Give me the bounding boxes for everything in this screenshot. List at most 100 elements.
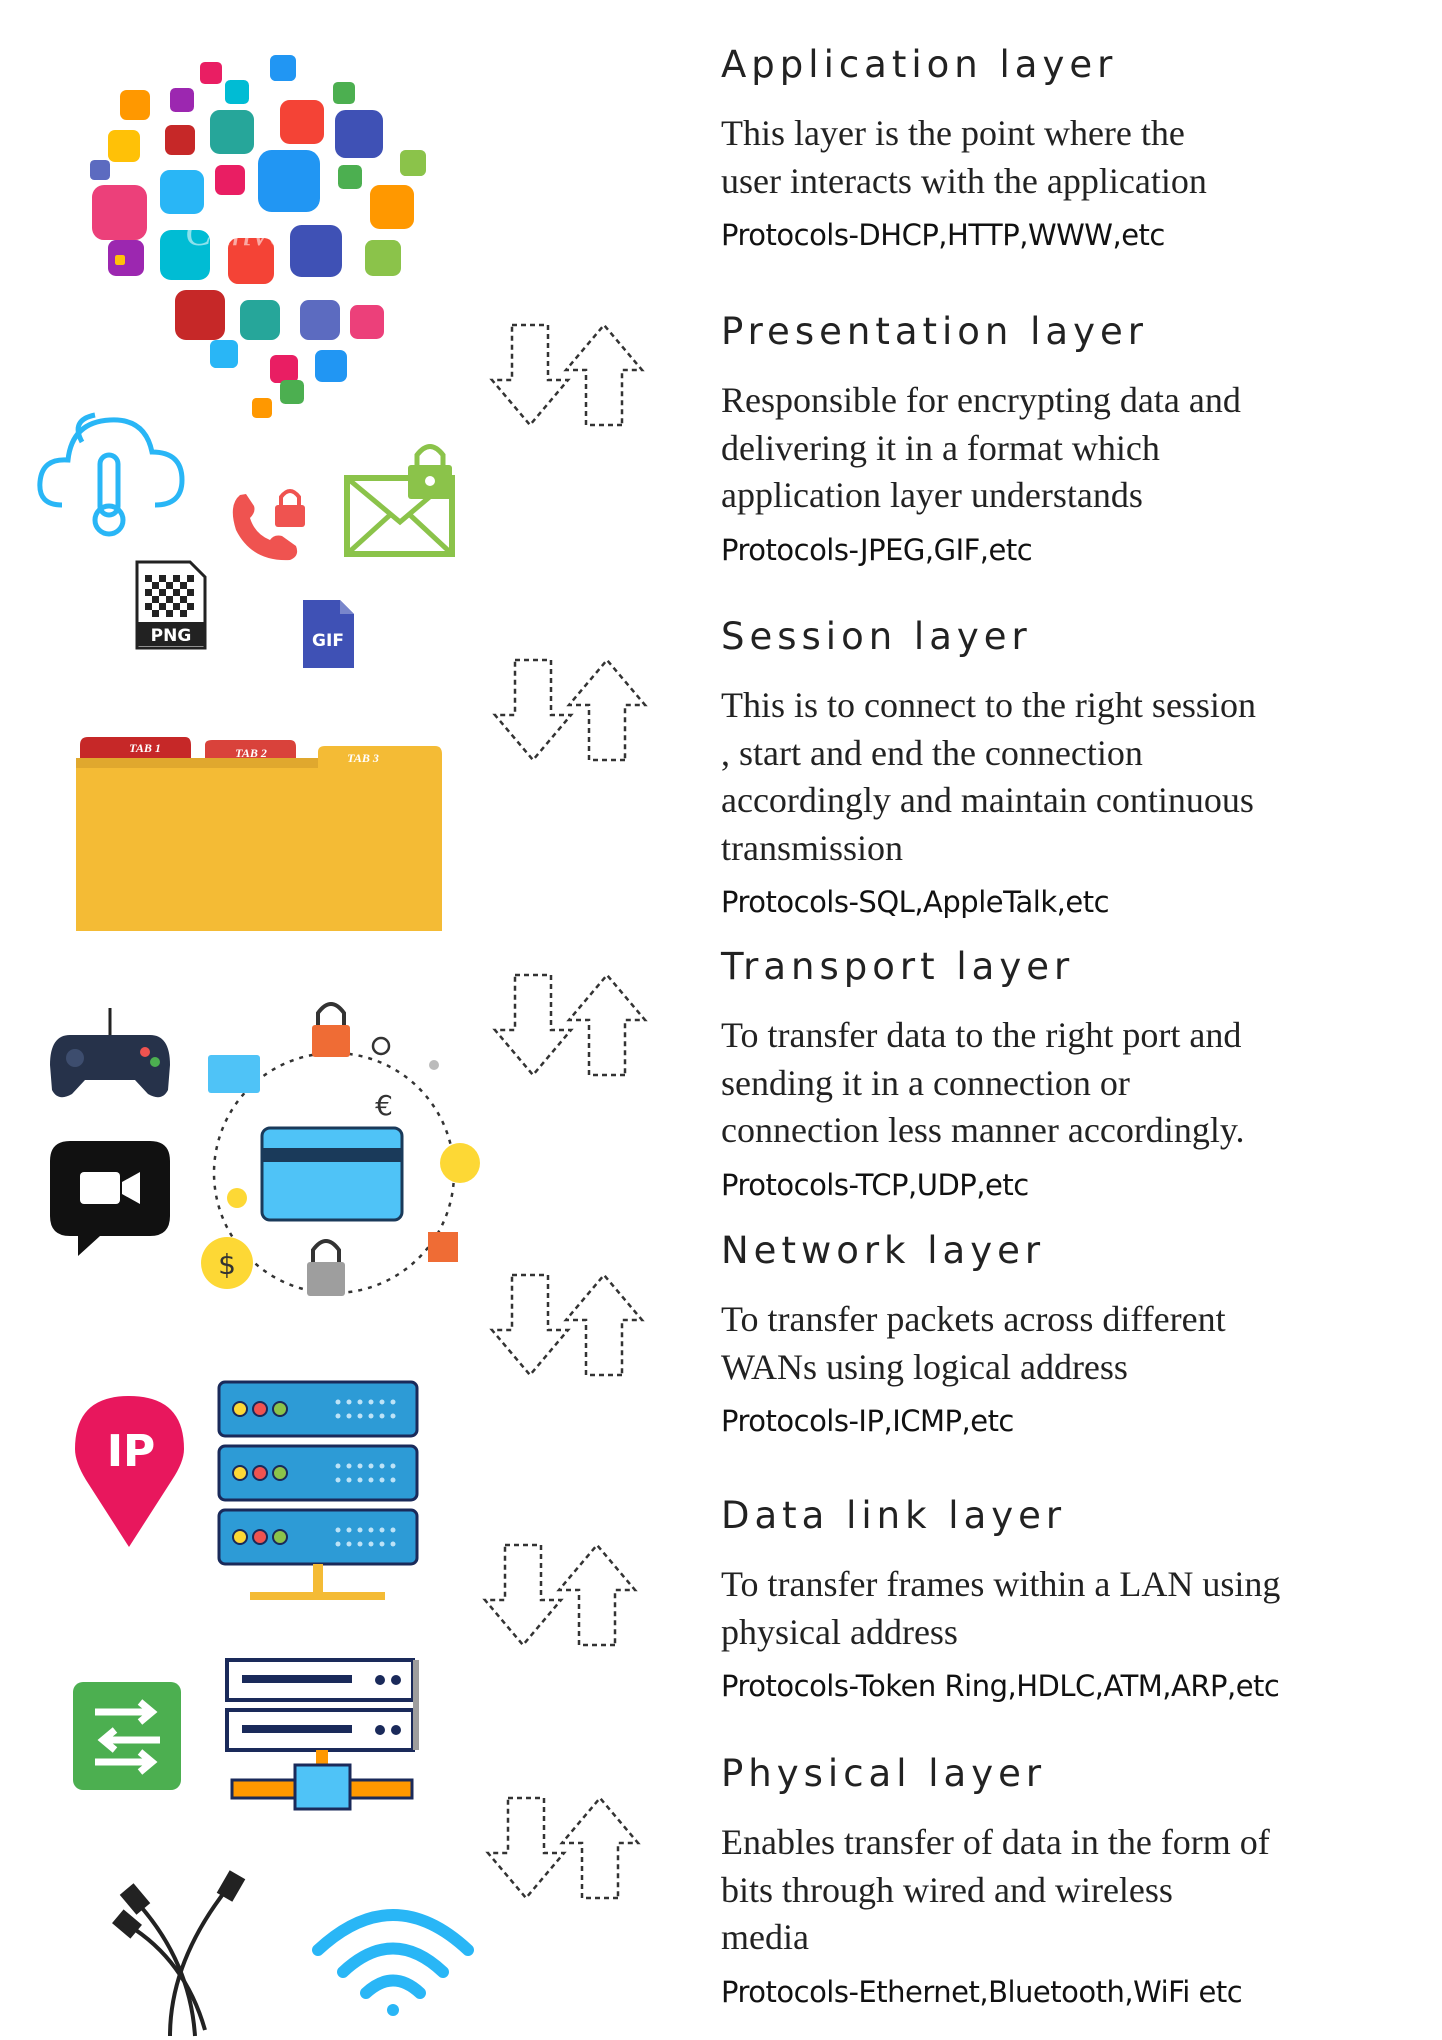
bidirectional-arrow-4 [490, 1273, 644, 1377]
app-icon [210, 340, 238, 368]
app-icon [225, 80, 249, 104]
down-arrow-icon [490, 323, 570, 427]
payment-security-graphic: $ € [201, 1002, 480, 1296]
description-line: physical address [721, 1611, 958, 1652]
up-arrow-icon [557, 1543, 637, 1647]
layer-protocols: Protocols-IP,ICMP,etc [721, 1404, 1014, 1438]
description-line: To transfer frames within a LAN using [721, 1564, 1281, 1604]
layer-title: Data link layer [721, 1494, 1067, 1537]
description-line: user interacts with the application [721, 160, 1207, 201]
app-icon [170, 88, 194, 112]
layer-protocols: Protocols-SQL,AppleTalk,etc [721, 885, 1110, 919]
bidirectional-arrow-5 [483, 1543, 637, 1647]
layer-protocols: Protocols-Token Ring,HDLC,ATM,ARP,etc [721, 1669, 1280, 1703]
layer-title: Physical layer [721, 1752, 1047, 1795]
description-line: , start and end the connection [721, 732, 1143, 773]
app-icon [160, 170, 204, 214]
network-switch-icon [73, 1682, 181, 1790]
app-icon [365, 240, 401, 276]
down-arrow-icon [493, 658, 573, 762]
app-icon [338, 165, 362, 189]
gif-file-icon: GIF [303, 600, 354, 668]
ip-location-pin-icon: IP [75, 1396, 184, 1547]
tab-1-label: TAB 1 [129, 741, 161, 755]
app-icon [115, 255, 125, 265]
up-arrow-icon [564, 323, 644, 427]
cables-icon [112, 1870, 246, 2037]
video-chat-icon [50, 1141, 170, 1256]
layer-title: Network layer [721, 1229, 1046, 1272]
app-icon [108, 130, 140, 162]
app-icon [280, 380, 304, 404]
down-arrow-icon [486, 1796, 566, 1900]
app-icon [240, 300, 280, 340]
server-stack-icon [217, 1380, 419, 1600]
app-icon [370, 185, 414, 229]
folder-tabs-icon: TAB 1 TAB 2 TAB 3 [76, 737, 442, 931]
bidirectional-arrow-6 [486, 1796, 640, 1900]
png-label: PNG [151, 626, 192, 646]
description-line: To transfer packets across different [721, 1299, 1226, 1339]
description-line: This is to connect to the right session [721, 685, 1256, 725]
app-icon [350, 305, 384, 339]
gamepad-icon [50, 1008, 170, 1098]
app-icon [215, 165, 245, 195]
tab-2-label: TAB 2 [235, 746, 267, 760]
bidirectional-arrow-2 [493, 658, 647, 762]
layer-protocols: Protocols-JPEG,GIF,etc [721, 532, 1033, 567]
bidirectional-arrow-1 [490, 323, 644, 427]
ip-label: IP [107, 1426, 156, 1477]
description-line: This layer is the point where the [721, 113, 1185, 153]
cloud-thermometer-icon [37, 412, 185, 537]
layer-title: Transport layer [721, 945, 1075, 988]
dollar-symbol: $ [218, 1248, 236, 1281]
app-icon [92, 185, 147, 240]
app-icon [335, 110, 383, 158]
bidirectional-arrow-3 [493, 973, 647, 1077]
layer-description: To transfer data to the right port and se… [721, 1012, 1421, 1155]
description-line: WANs using logical address [721, 1346, 1128, 1387]
description-line: bits through wired and wireless [721, 1869, 1173, 1910]
description-line: connection less manner accordingly. [721, 1110, 1245, 1150]
up-arrow-icon [560, 1796, 640, 1900]
app-icon [160, 230, 210, 280]
up-arrow-icon [564, 1273, 644, 1377]
description-line: Responsible for encrypting data and [721, 380, 1241, 420]
layer-protocols: Protocols-Ethernet,Bluetooth,WiFi etc [721, 1974, 1243, 2009]
envelope-lock-icon [344, 444, 455, 557]
app-icon [315, 350, 347, 382]
app-icon [120, 90, 150, 120]
description-line: sending it in a connection or [721, 1062, 1130, 1103]
app-icon [175, 290, 225, 340]
app-icons-cluster [90, 55, 426, 418]
euro-symbol: € [375, 1089, 393, 1122]
down-arrow-icon [490, 1273, 570, 1377]
description-line: accordingly and maintain continuous [721, 780, 1254, 820]
app-icon [270, 355, 298, 383]
app-icon [228, 238, 274, 284]
description-line: media [721, 1917, 809, 1957]
description-line: transmission [721, 827, 904, 868]
app-icon [258, 150, 320, 212]
watermark: Canva [185, 209, 289, 254]
description-line: To transfer data to the right port and [721, 1015, 1242, 1055]
app-icon [165, 125, 195, 155]
layer-description: To transfer frames within a LAN using phy… [721, 1561, 1421, 1656]
up-arrow-icon [567, 973, 647, 1077]
server-rack-icon [225, 1658, 419, 1811]
app-icon [252, 398, 272, 418]
wifi-icon [312, 1909, 474, 2016]
osi-layer-5: Network layer To transfer packets across … [721, 1226, 1421, 1443]
layer-title: Presentation layer [721, 310, 1148, 353]
layer-protocols: Protocols-TCP,UDP,etc [721, 1167, 1029, 1202]
layer-description: This layer is the point where the user in… [721, 110, 1421, 205]
layer-description: This is to connect to the right session,… [721, 682, 1421, 872]
png-file-icon: PNG [135, 560, 207, 650]
